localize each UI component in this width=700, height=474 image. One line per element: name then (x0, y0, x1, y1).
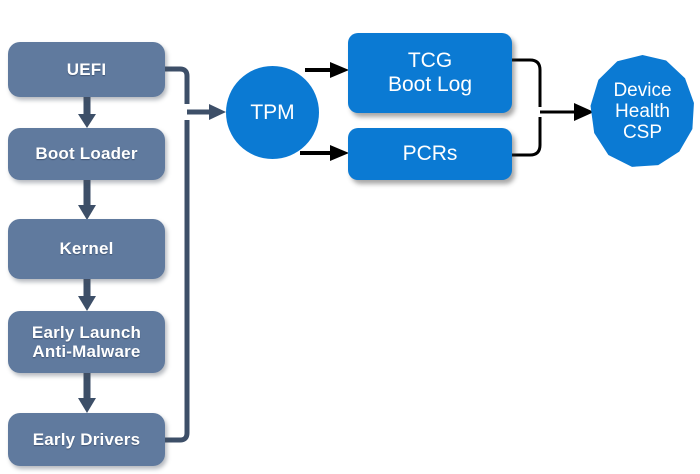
arrow-tpm-to-tcg-boot-log (305, 62, 349, 78)
node-label-kernel: Kernel (59, 239, 114, 259)
node-label-device-health-csp-line-2: Health (615, 100, 670, 122)
node-label-uefi: UEFI (66, 59, 107, 79)
arrow-boot-loader-to-kernel (78, 178, 96, 220)
boot-chain-node-boot-loader[interactable]: Boot Loader (8, 128, 165, 180)
boot-chain-node-kernel[interactable]: Kernel (8, 219, 165, 279)
artifact-node-pcrs[interactable]: PCRs (348, 128, 512, 180)
boot-chain-node-early-drivers[interactable]: Early Drivers (8, 413, 165, 466)
arrow-uefi-to-boot-loader (78, 97, 96, 128)
arrow-elam-to-early-drivers (78, 373, 96, 413)
node-label-elam-line-1: Early Launch (31, 322, 142, 342)
arrow-tpm-to-pcrs (300, 145, 349, 161)
node-label-pcrs: PCRs (402, 142, 458, 166)
tpm-node[interactable]: TPM (226, 66, 319, 159)
node-label-device-health-csp-line-1: Device (613, 79, 672, 101)
merge-bracket-to-device-health-csp (512, 58, 594, 157)
boot-chain-node-early-launch-anti-malware[interactable]: Early Launch Anti-Malware (8, 311, 165, 373)
node-label-tpm: TPM (250, 100, 295, 124)
node-label-boot-loader: Boot Loader (35, 144, 138, 164)
node-label-early-drivers: Early Drivers (32, 429, 141, 449)
artifact-node-tcg-boot-log[interactable]: TCG Boot Log (348, 33, 512, 113)
node-label-tcg-boot-log-line-2: Boot Log (387, 73, 473, 96)
node-label-elam-line-2: Anti-Malware (32, 342, 141, 361)
boot-chain-node-uefi[interactable]: UEFI (8, 42, 165, 97)
collector-bracket-to-tpm (165, 66, 226, 443)
arrow-kernel-to-elam (78, 279, 96, 311)
node-label-device-health-csp-line-3: CSP (622, 122, 663, 144)
node-label-tcg-boot-log-line-1: TCG (407, 49, 453, 73)
device-health-csp-node[interactable]: Device Health CSP (590, 55, 694, 167)
